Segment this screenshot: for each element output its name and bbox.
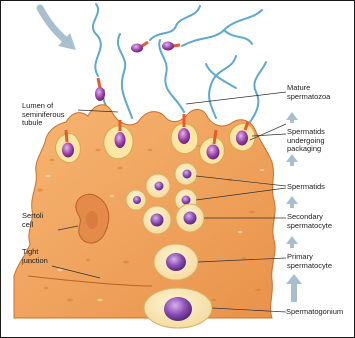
sperm-tails (93, 4, 266, 128)
label-tight-junction: Tight junction (22, 248, 48, 265)
label-spermatids: Spermatids (287, 183, 325, 192)
flow-arrow-icon (40, 8, 76, 50)
label-secondary-spermatocyte: Secondary spermatocyte (287, 213, 332, 230)
spermatogonium-cell (144, 288, 212, 328)
primary-spermatocyte (154, 244, 198, 280)
label-spermatogonium: Spermatogonium (286, 308, 343, 317)
label-lumen: Lumen of seminiferous tubule (22, 102, 65, 128)
label-packaging: Spermatids undergoing packaging (287, 128, 325, 154)
label-sertoli-cell: Sertoli cell (22, 212, 43, 229)
label-mature-spermatozoa: Mature spermatozoa (287, 84, 330, 101)
label-primary-spermatocyte: Primary spermatocyte (287, 253, 332, 270)
